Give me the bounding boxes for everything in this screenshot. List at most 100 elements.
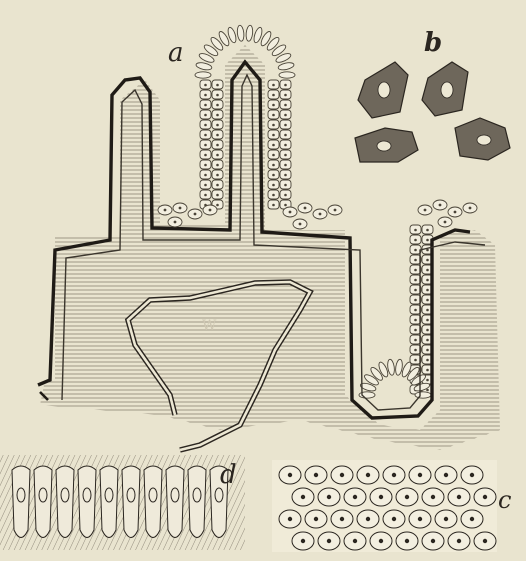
pavement-cell-nucleus [418,517,422,521]
cell-nucleus [414,329,417,332]
pavement-cell-nucleus [392,517,396,521]
cell-nucleus [272,164,275,167]
cell-nucleus [284,174,287,177]
cell-nucleus [216,154,219,157]
cell-nucleus [284,164,287,167]
cell-nucleus [426,339,429,342]
pavement-cell-nucleus [379,539,383,543]
epithelial-cell [195,72,211,78]
pavement-cell-nucleus [353,495,357,499]
cell-nucleus [284,94,287,97]
pavement-cell-nucleus [405,539,409,543]
pavement-cell-nucleus [483,539,487,543]
cell-nucleus [204,84,207,87]
cell-nucleus [204,194,207,197]
epithelial-cell [245,25,253,42]
basal-cell-nucleus [439,204,442,207]
cell-nucleus [414,229,417,232]
cell-nucleus [414,319,417,322]
cell-nucleus [272,154,275,157]
cell-nucleus [216,174,219,177]
cell-nucleus [284,204,287,207]
pavement-cell-nucleus [327,539,331,543]
cell-nucleus [204,174,207,177]
cell-nucleus [426,289,429,292]
pavement-cell-nucleus [366,517,370,521]
columnar-cells-d [0,455,245,550]
squamous-scales-b [355,62,510,162]
cell-nucleus [414,259,417,262]
cell-nucleus [204,164,207,167]
cell-nucleus [284,114,287,117]
cell-nucleus [216,164,219,167]
pavement-cell-nucleus [288,517,292,521]
cell-nucleus [284,104,287,107]
cell-nucleus [426,229,429,232]
basal-cell-nucleus [209,209,212,212]
scale-4-nucleus [477,135,491,145]
pavement-cell-nucleus [444,517,448,521]
cell-nucleus [216,114,219,117]
cell-nucleus [216,144,219,147]
cell-nucleus [216,204,219,207]
cell-nucleus [272,134,275,137]
cell-nucleus [426,379,429,382]
pavement-cell-nucleus [392,473,396,477]
cell-nucleus [284,184,287,187]
cell-nucleus [204,144,207,147]
pavement-cell-nucleus [327,495,331,499]
cell-nucleus [216,134,219,137]
cell-nucleus [272,104,275,107]
pavement-cell-nucleus [301,539,305,543]
pavement-cell-nucleus [288,473,292,477]
basal-cell-nucleus [424,209,427,212]
pavement-cell-nucleus [366,473,370,477]
cell-nucleus [272,84,275,87]
cell-nucleus [284,84,287,87]
pavement-cell-nucleus [353,539,357,543]
cell-nucleus [414,349,417,352]
cell-nucleus [272,124,275,127]
cell-nucleus [204,184,207,187]
vessel-mark: W [202,318,217,334]
pavement-cell-nucleus [483,495,487,499]
epithelial-cell [278,61,295,71]
cell-nucleus [204,94,207,97]
epithelial-cell [279,72,295,78]
pavement-cell-nucleus [444,473,448,477]
pavement-cell-nucleus [431,495,435,499]
pavement-cell-nucleus [457,495,461,499]
pavement-cell-nucleus [340,517,344,521]
cell-nucleus [414,239,417,242]
pavement-cell-nucleus [379,495,383,499]
pavement-cell-nucleus [470,517,474,521]
cell-nucleus [426,349,429,352]
cell-nucleus [426,319,429,322]
pavement-cell-nucleus [340,473,344,477]
cell-nucleus [204,114,207,117]
cell-nucleus [426,369,429,372]
basal-cell-nucleus [319,213,322,216]
epithelial-cell [195,61,212,71]
cell-nucleus [216,94,219,97]
cell-nucleus [426,299,429,302]
basal-cell-nucleus [164,209,167,212]
basal-cell-nucleus [299,223,302,226]
pavement-cell-nucleus [418,473,422,477]
cell-nucleus [284,124,287,127]
cell-nucleus [272,204,275,207]
cell-nucleus [414,299,417,302]
cell-nucleus [272,114,275,117]
cell-nucleus [426,309,429,312]
cell-nucleus [414,269,417,272]
cell-nucleus [216,194,219,197]
cell-nucleus [426,329,429,332]
cell-nucleus [426,279,429,282]
cell-nucleus [284,154,287,157]
basal-cell-nucleus [334,209,337,212]
scale-1-nucleus [378,82,390,98]
pavement-cell-nucleus [470,473,474,477]
cell-nucleus [426,239,429,242]
pavement-cell-nucleus [301,495,305,499]
